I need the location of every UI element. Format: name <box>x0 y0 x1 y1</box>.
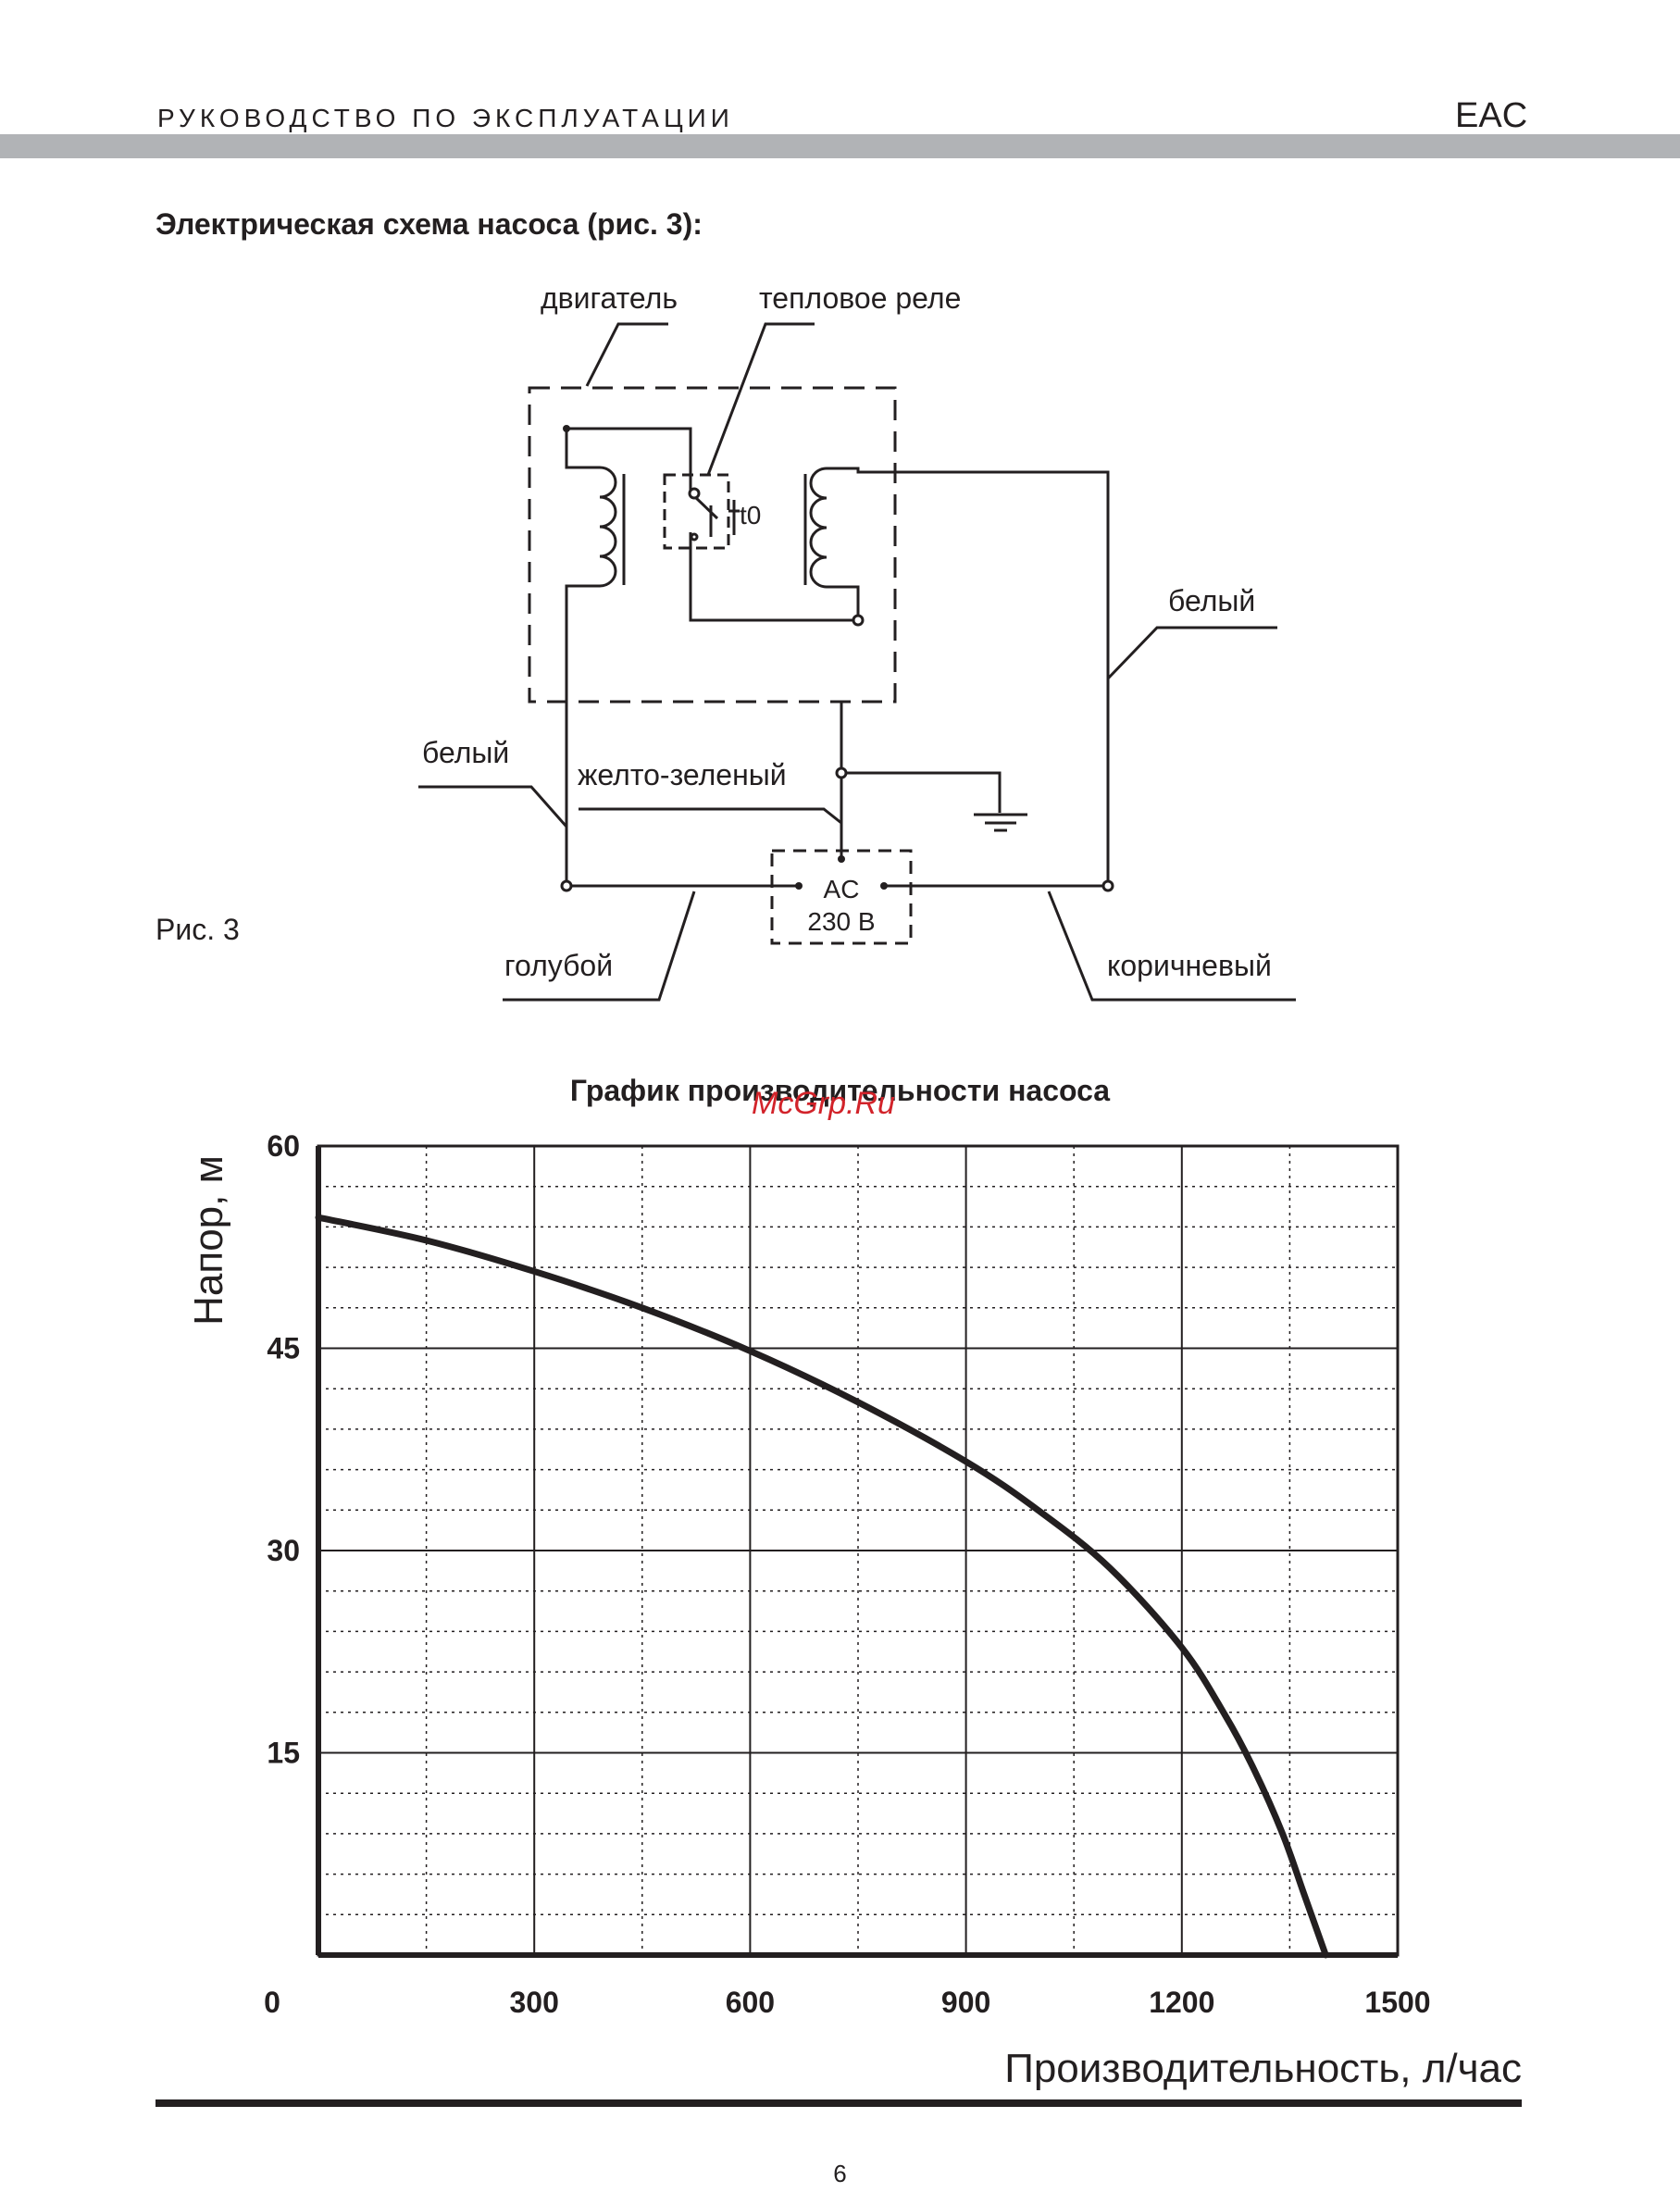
x-axis-label: Производительность, л/час <box>1004 2046 1522 2091</box>
y-axis-label: Напор, м <box>186 1155 231 1326</box>
footer-rule <box>156 2099 1522 2107</box>
x-tick-labels: 0 300 600 900 1200 1500 <box>264 1986 1430 2019</box>
y-tick-label: 60 <box>267 1129 300 1163</box>
series-curves <box>318 1217 1325 1955</box>
x-tick-label: 900 <box>941 1986 990 2019</box>
y-tick-label: 45 <box>267 1332 300 1365</box>
x-tick-label: 1200 <box>1149 1986 1214 2019</box>
major-grid <box>318 1146 1398 1955</box>
y-tick-label: 30 <box>267 1534 300 1567</box>
y-tick-label: 15 <box>267 1737 300 1770</box>
x-tick-label: 1500 <box>1364 1986 1430 2019</box>
x-tick-label: 300 <box>510 1986 559 2019</box>
y-tick-labels: 15 30 45 60 <box>267 1129 300 1770</box>
page-number: 6 <box>0 2160 1680 2188</box>
x-tick-label: 0 <box>264 1986 280 2019</box>
performance-curve <box>318 1217 1325 1955</box>
x-tick-label: 600 <box>726 1986 775 2019</box>
